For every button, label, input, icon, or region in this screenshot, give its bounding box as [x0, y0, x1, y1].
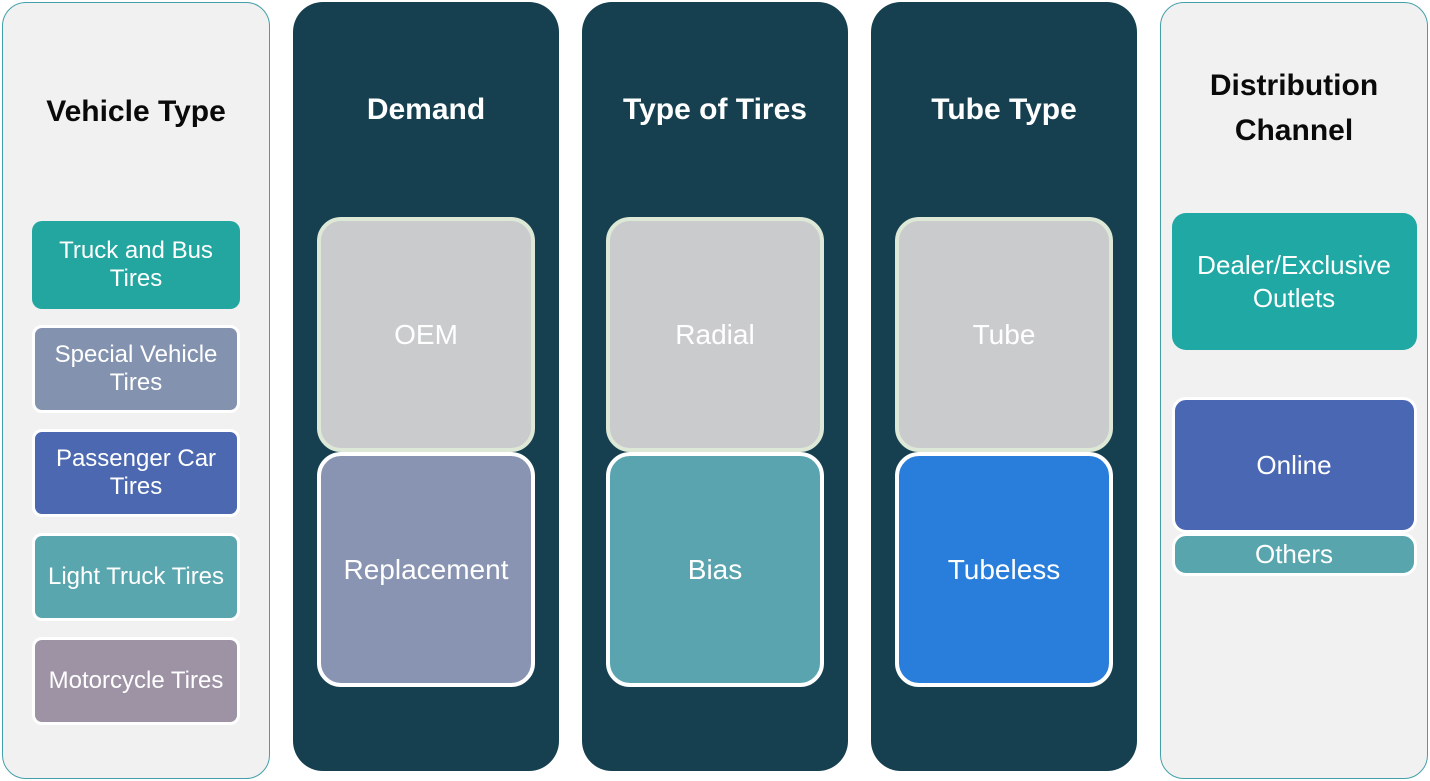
segment-label: Dealer/Exclusive Outlets [1197, 250, 1391, 313]
column-tube-type: Tube Type Tube Tubeless [871, 2, 1137, 771]
column-type-of-tires: Type of Tires Radial Bias [582, 2, 848, 771]
segment-label: OEM [394, 318, 458, 350]
column-distribution-channel: Distribution Channel Dealer/Exclusive Ou… [1160, 2, 1428, 779]
column-title-vehicle-type: Vehicle Type [46, 95, 226, 128]
segment-label: Special Vehicle Tires [54, 340, 218, 396]
segment-label: Truck and Bus Tires [59, 236, 213, 292]
column-title-distribution-channel: Distribution Channel [1209, 69, 1379, 147]
segment-tube: Tube [895, 217, 1113, 452]
segment-online: Online [1171, 397, 1417, 533]
segment-light-truck-tires: Light Truck Tires [32, 533, 240, 621]
segment-dealer-exclusive-outlets: Dealer/Exclusive Outlets [1171, 213, 1417, 350]
segment-label: Passenger Car Tires [55, 444, 217, 500]
segment-others: Others [1171, 533, 1417, 576]
segment-passenger-car-tires: Passenger Car Tires [32, 429, 240, 517]
segment-label: Online [1256, 449, 1332, 480]
segment-oem: OEM [317, 217, 535, 452]
segment-label: Motorcycle Tires [48, 666, 224, 694]
segment-replacement: Replacement [317, 452, 535, 687]
segment-truck-and-bus-tires: Truck and Bus Tires [32, 221, 240, 309]
segment-label: Radial [675, 318, 755, 350]
segment-label: Replacement [343, 553, 509, 585]
column-title-demand: Demand [366, 92, 486, 126]
segment-tubeless: Tubeless [895, 452, 1113, 687]
column-demand: Demand OEM Replacement [293, 2, 559, 771]
segment-label: Bias [687, 553, 743, 585]
column-vehicle-type: Vehicle Type Truck and Bus Tires Special… [2, 2, 270, 779]
segment-special-vehicle-tires: Special Vehicle Tires [32, 325, 240, 413]
segment-label: Light Truck Tires [47, 562, 225, 590]
segment-bias: Bias [606, 452, 824, 687]
segment-label: Tubeless [947, 553, 1061, 585]
segment-radial: Radial [606, 217, 824, 452]
column-title-type-of-tires: Type of Tires [623, 92, 807, 126]
segment-label: Others [1254, 539, 1334, 569]
column-title-tube-type: Tube Type [931, 92, 1077, 126]
segment-motorcycle-tires: Motorcycle Tires [32, 637, 240, 725]
segment-label: Tube [972, 318, 1036, 350]
